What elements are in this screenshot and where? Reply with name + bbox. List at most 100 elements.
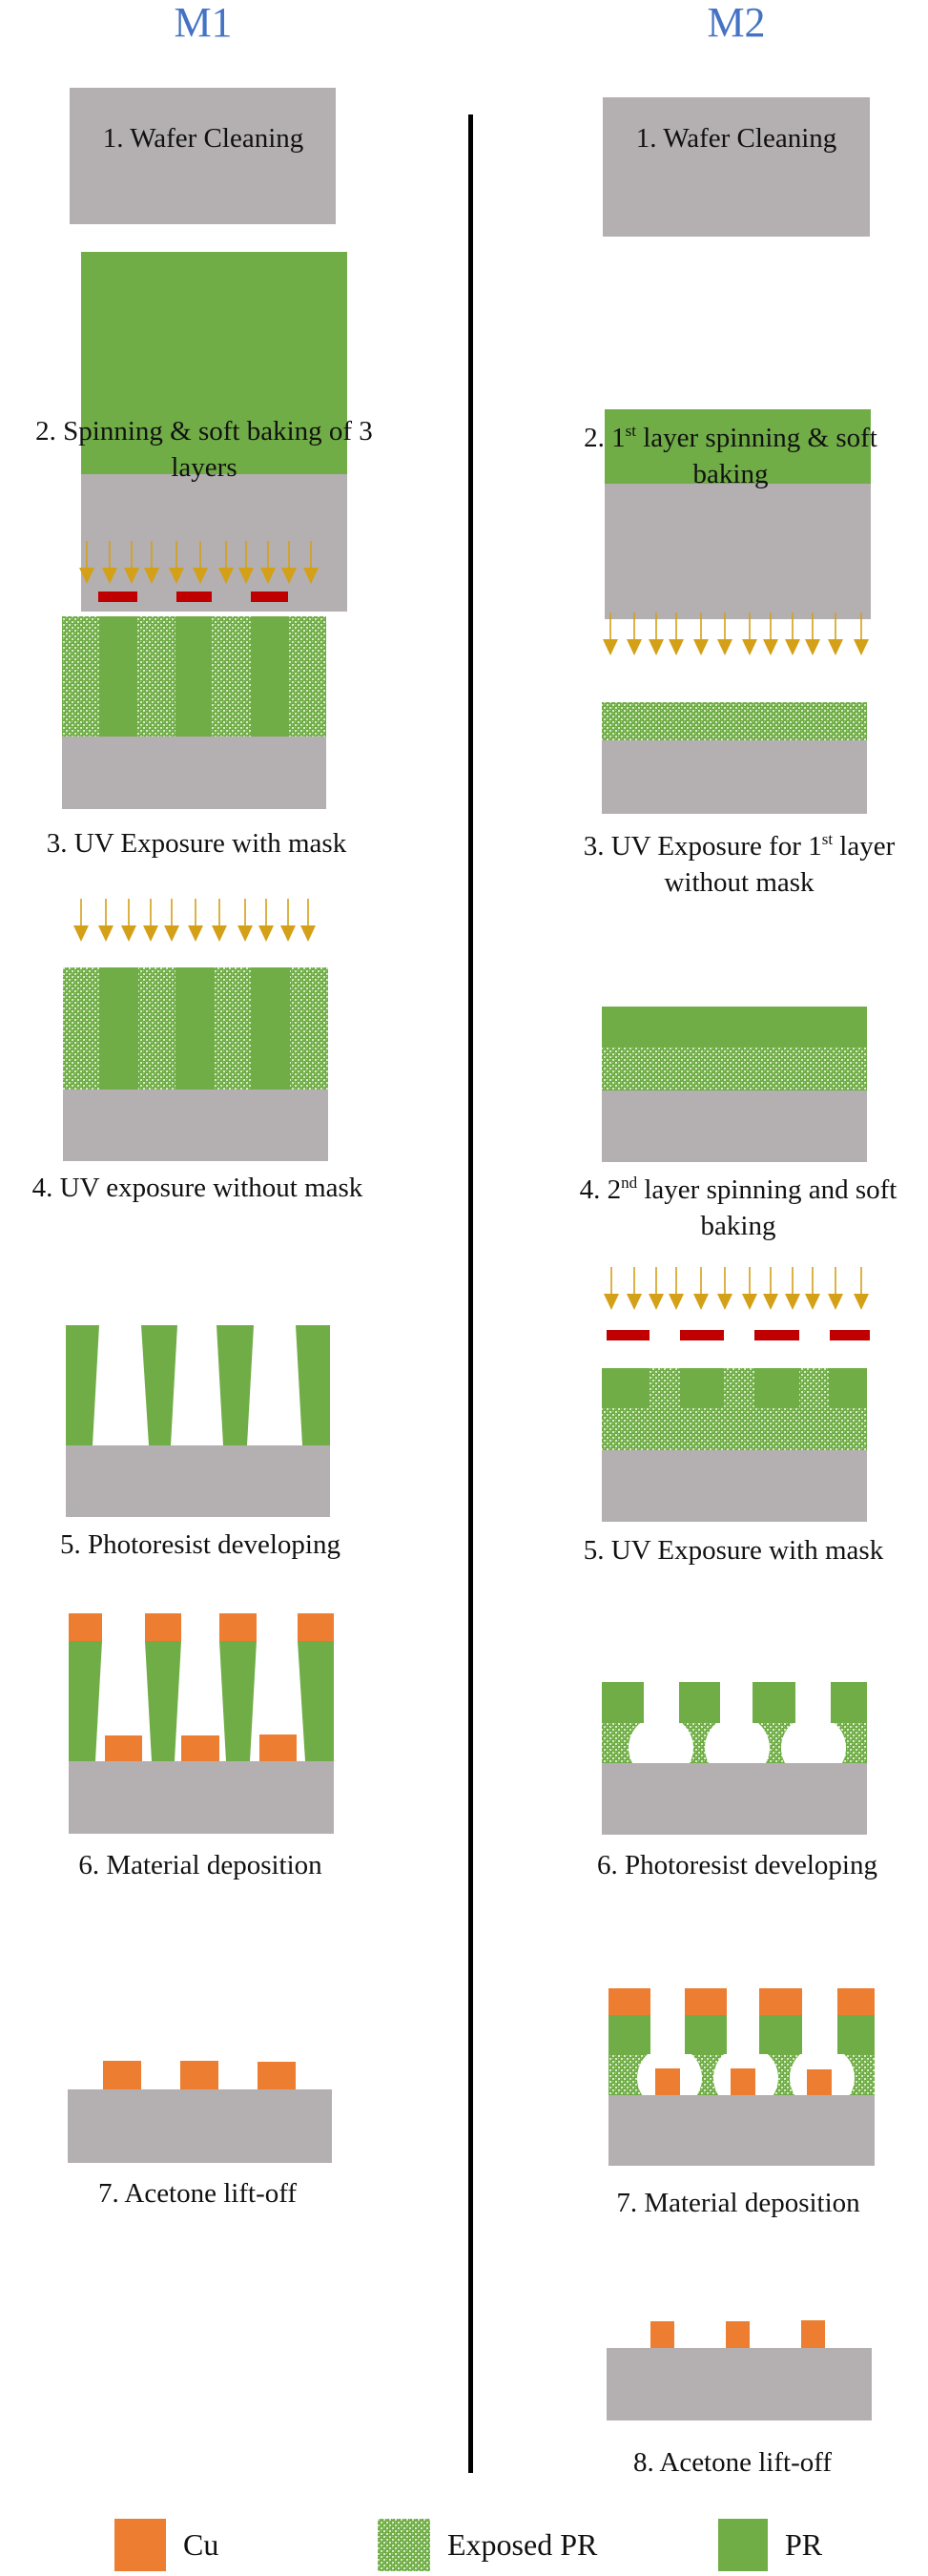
wafer (602, 1450, 867, 1522)
pr-cap (685, 2015, 727, 2054)
cu-deposit (731, 2068, 755, 2095)
m1-step2-label: 2. Spinning & soft baking of 3 layers (35, 416, 373, 483)
cu-deposit (259, 1735, 297, 1761)
cu-deposit (655, 2068, 680, 2095)
cu-cap (69, 1613, 102, 1641)
wafer (607, 2348, 872, 2420)
m2-step2-first-layer-figure (605, 409, 871, 619)
pr-block (680, 1368, 724, 1408)
m2-step7-label: 7. Material deposition (616, 2188, 860, 2218)
wafer (608, 2095, 875, 2166)
m2-step5-label: 5. UV Exposure with mask (583, 1535, 884, 1566)
m2-step5-uv-with-mask-figure (602, 1266, 870, 1522)
cu-feature (801, 2320, 825, 2348)
wafer (66, 1445, 330, 1517)
legend-item-exposed-pr: Exposed PR (430, 2519, 597, 2571)
uv-arrows (603, 1266, 870, 1311)
photomask (98, 592, 288, 602)
m1-step3-uv-with-mask-figure (62, 540, 326, 809)
cu-cap (145, 1613, 181, 1641)
pr-cap (753, 1682, 795, 1723)
wafer (68, 2089, 332, 2163)
pr-stripe (100, 967, 138, 1090)
pr-cap (608, 2015, 650, 2054)
pr-cap (831, 1682, 867, 1723)
cu-cap (608, 1988, 650, 2015)
m2-step3-label: 3. UV Exposure for 1st layer without mas… (583, 830, 896, 898)
cu-cap (837, 1988, 875, 2015)
pr-cap (679, 1682, 720, 1723)
legend-item-pr: PR (768, 2519, 822, 2571)
pr-pillar (298, 1641, 334, 1761)
m1-step5-label: 5. Photoresist developing (59, 1529, 340, 1560)
pr-block (754, 1368, 799, 1408)
legend-swatch-exposed-pr (378, 2519, 430, 2571)
cu-feature (650, 2321, 674, 2348)
m1-step4-label: 4. UV exposure without mask (31, 1173, 363, 1203)
pr-block (830, 1368, 867, 1408)
pr-stripe (251, 616, 288, 737)
legend-item-cu: Cu (166, 2519, 218, 2571)
exposed-pr (602, 702, 867, 740)
photomask (607, 1330, 870, 1340)
pr-cap (602, 1682, 644, 1723)
wafer (81, 474, 347, 612)
column-title-m2: M2 (707, 0, 766, 46)
cu-feature (258, 2062, 296, 2089)
m2-step8-label: 8. Acetone lift-off (632, 2447, 833, 2478)
wafer (605, 484, 871, 619)
cu-cap (685, 1988, 727, 2015)
legend-label-pr: PR (785, 2527, 823, 2562)
pr-pillar (69, 1641, 102, 1761)
pr-pillar (145, 1641, 181, 1761)
pr-pillar (66, 1325, 99, 1445)
m2-step4-second-layer-figure (602, 1007, 867, 1162)
pr-stripe (175, 616, 212, 737)
cu-feature (726, 2321, 750, 2348)
cu-feature (180, 2061, 218, 2089)
m1-step7-label: 7. Acetone lift-off (97, 2178, 298, 2209)
cu-cap (219, 1613, 257, 1641)
m1-step6-deposition-figure (69, 1613, 334, 1834)
cu-deposit (807, 2069, 832, 2095)
pr-block (602, 1368, 650, 1408)
m1-step6-label: 6. Material deposition (78, 1850, 322, 1880)
wafer (63, 1090, 328, 1161)
cu-cap (759, 1988, 802, 2015)
legend-label-cu: Cu (183, 2527, 219, 2562)
pr-layer (602, 1007, 867, 1048)
m1-step1-wafer-cleaning-figure (70, 88, 336, 224)
m1-step7-liftoff-figure (68, 2061, 332, 2163)
pr-pillar (141, 1325, 177, 1445)
wafer (602, 1763, 867, 1835)
m1-step3-label: 3. UV Exposure with mask (46, 828, 347, 859)
pr-layer (81, 252, 347, 474)
pr-pillar (219, 1641, 257, 1761)
m1-step2-spinning-figure (81, 252, 347, 612)
m1-step5-developing-figure (66, 1325, 330, 1517)
wafer (602, 740, 867, 814)
pr-stripe (251, 967, 290, 1090)
legend-swatch-pr (718, 2519, 768, 2571)
cu-deposit (181, 1735, 219, 1761)
m2-step6-label: 6. Photoresist developing (596, 1850, 877, 1880)
uv-arrows (72, 898, 317, 943)
exposed-pr (602, 1048, 867, 1091)
pr-stripe (175, 967, 215, 1090)
wafer (69, 1761, 334, 1834)
m1-step4-uv-without-mask-figure (63, 898, 328, 1161)
legend-label-exposed-pr: Exposed PR (447, 2527, 598, 2562)
wafer (602, 1091, 867, 1162)
cu-cap (298, 1613, 334, 1641)
m2-step6-developing-figure (602, 1682, 867, 1835)
wafer (62, 737, 326, 809)
m2-step3-uv-no-mask-figure (602, 612, 870, 814)
column-divider (468, 114, 473, 2473)
pr-pillar (217, 1325, 254, 1445)
m2-step1-wafer-cleaning-figure (603, 97, 870, 237)
m2-step2-label: 2. 1st layer spinning & soft baking (584, 422, 877, 489)
m1-step1-label: 1. Wafer Cleaning (102, 123, 304, 154)
pr-cap (837, 2015, 875, 2054)
